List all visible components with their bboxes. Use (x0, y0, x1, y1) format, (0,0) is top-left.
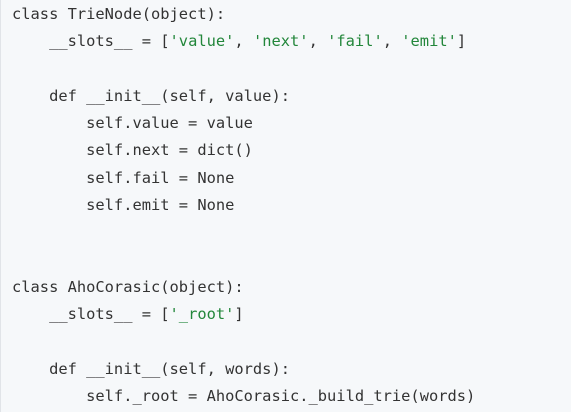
code-line: self.next = dict() (12, 137, 475, 164)
string-literal: 'fail' (327, 32, 383, 51)
string-literal: 'value' (169, 32, 235, 51)
code-line: class TrieNode(object): (12, 1, 475, 28)
code-token: def __init__(self, value): (12, 86, 290, 105)
string-literal: '_root' (169, 305, 235, 324)
code-line: self.value = value (12, 110, 475, 137)
code-line (12, 56, 475, 83)
code-token: __slots__ = [ (12, 32, 170, 51)
code-token: , (234, 32, 253, 51)
code-token: class AhoCorasic(object): (12, 277, 244, 296)
code-token: ] (456, 32, 467, 51)
code-token: self.value = value (12, 114, 253, 133)
code-token: self.emit = None (12, 196, 235, 215)
code-token: class TrieNode(object): (12, 5, 226, 23)
code-line: def __init__(self, words): (12, 356, 475, 383)
code-line: self._root = AhoCorasic._build_trie(word… (12, 383, 475, 410)
code-line (12, 329, 475, 356)
code-token: ] (234, 305, 244, 324)
code-token: self.next = dict() (12, 141, 253, 160)
string-literal: 'next' (252, 32, 309, 51)
code-line: __slots__ = ['value', 'next', 'fail', 'e… (12, 28, 475, 55)
code-line: def __init__(self, value): (12, 83, 475, 110)
code-token: def __init__(self, words): (12, 359, 290, 378)
source-code[interactable]: class TrieNode(object): __slots__ = ['va… (12, 1, 475, 410)
code-token: self._root = AhoCorasic._build_trie(word… (12, 387, 476, 406)
code-line (12, 219, 475, 246)
code-token: __slots__ = [ (12, 305, 170, 324)
code-line: self.fail = None (12, 165, 475, 192)
code-token: , (382, 32, 402, 51)
code-line: class AhoCorasic(object): (12, 274, 475, 301)
code-line (12, 247, 475, 274)
code-line: self.emit = None (12, 192, 475, 219)
string-literal: 'emit' (401, 32, 457, 51)
code-token: self.fail = None (12, 168, 235, 187)
code-line: __slots__ = ['_root'] (12, 301, 475, 328)
code-token: , (308, 32, 328, 51)
